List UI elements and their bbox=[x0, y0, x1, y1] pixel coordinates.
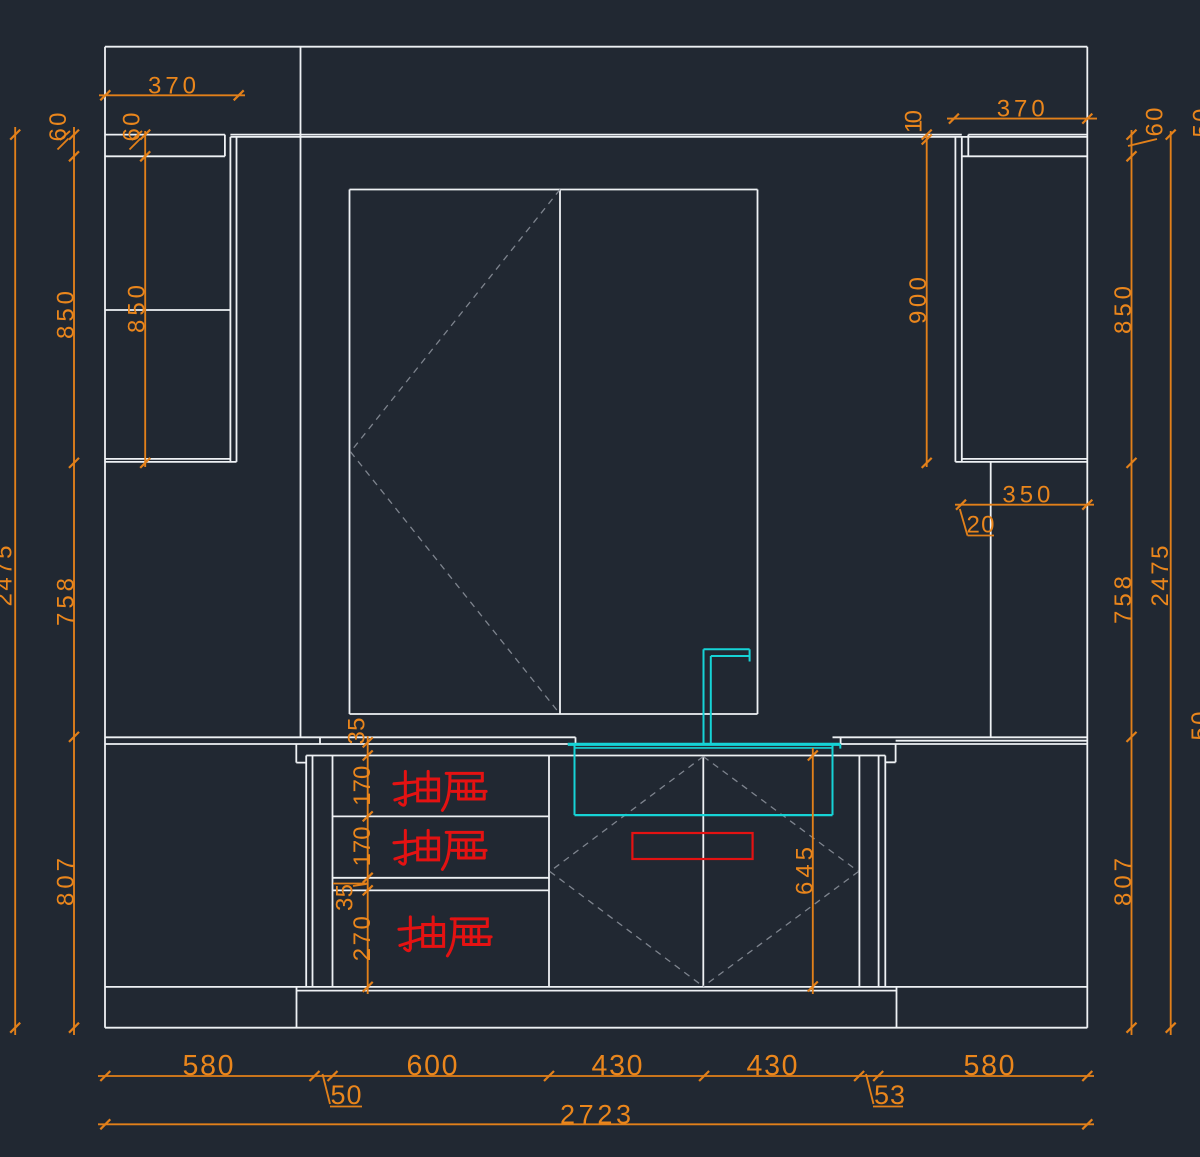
svg-text:807: 807 bbox=[53, 858, 80, 906]
svg-text:580: 580 bbox=[964, 1050, 1015, 1082]
svg-text:850: 850 bbox=[1110, 286, 1137, 334]
svg-text:900: 900 bbox=[905, 277, 932, 324]
svg-text:20: 20 bbox=[967, 512, 995, 539]
svg-text:350: 350 bbox=[1002, 482, 1050, 509]
svg-text:270: 270 bbox=[349, 916, 376, 961]
svg-text:430: 430 bbox=[592, 1050, 643, 1082]
svg-text:170: 170 bbox=[349, 766, 376, 806]
svg-text:370: 370 bbox=[148, 73, 196, 100]
svg-text:600: 600 bbox=[407, 1050, 458, 1082]
svg-text:35: 35 bbox=[344, 718, 371, 745]
svg-text:170: 170 bbox=[349, 826, 376, 866]
svg-text:850: 850 bbox=[53, 291, 80, 339]
svg-text:50: 50 bbox=[331, 1080, 362, 1110]
svg-text:430: 430 bbox=[747, 1050, 798, 1082]
svg-text:580: 580 bbox=[183, 1050, 234, 1082]
svg-text:35: 35 bbox=[332, 884, 359, 911]
svg-text:370: 370 bbox=[997, 96, 1045, 123]
svg-text:758: 758 bbox=[53, 578, 80, 626]
svg-text:758: 758 bbox=[1110, 576, 1137, 624]
svg-text:645: 645 bbox=[791, 847, 818, 895]
svg-text:850: 850 bbox=[124, 285, 151, 333]
svg-text:10: 10 bbox=[901, 110, 928, 133]
svg-text:807: 807 bbox=[1110, 858, 1137, 906]
svg-text:53: 53 bbox=[874, 1080, 905, 1110]
